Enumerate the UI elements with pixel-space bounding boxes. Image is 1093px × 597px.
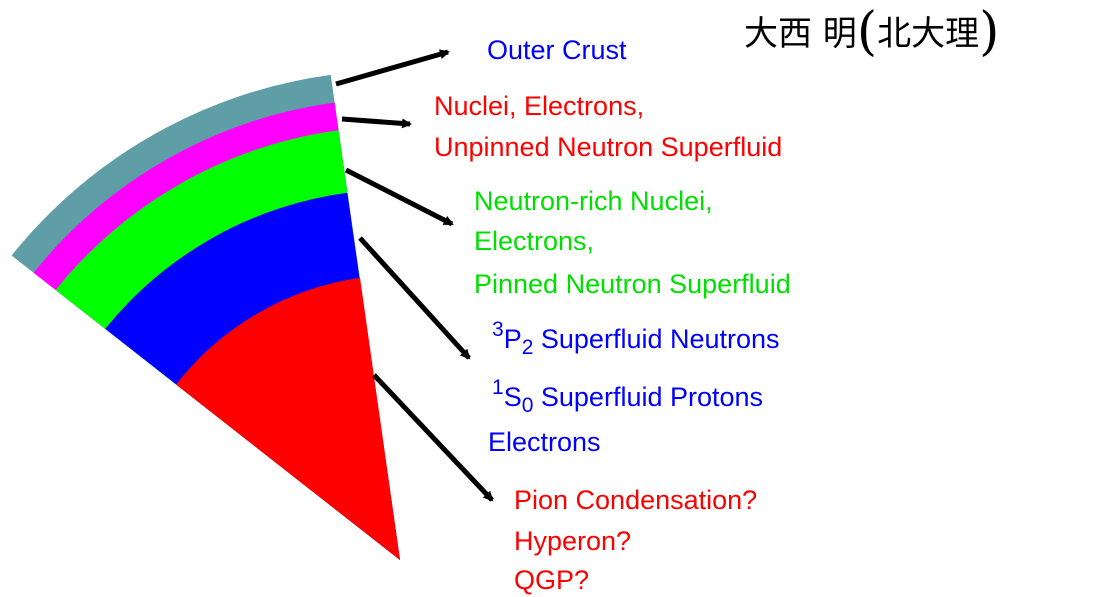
label-1s0-protons: 1S0 Superfluid Protons bbox=[492, 377, 764, 417]
author-affiliation: 北大理 bbox=[877, 14, 980, 54]
label-neutron-rich-line2: Electrons, bbox=[474, 226, 595, 256]
open-paren: ( bbox=[856, 2, 878, 62]
arrow-outer-crust bbox=[335, 49, 450, 87]
inner-core-layer bbox=[176, 277, 400, 560]
label-core-line1: Pion Condensation? bbox=[514, 485, 758, 515]
label-1s0-letter: S bbox=[503, 382, 522, 412]
label-3p2-neutrons: 3P2 Superfluid Neutrons bbox=[492, 319, 780, 359]
label-core-line2: Hyperon? bbox=[514, 526, 632, 556]
label-1s0-sup: 1 bbox=[492, 376, 504, 399]
arrow-neutron-rich bbox=[344, 167, 454, 227]
label-3p2-sub: 2 bbox=[521, 336, 534, 359]
label-nuclei-line1: Nuclei, Electrons, bbox=[434, 91, 645, 121]
label-1s0-text: Superfluid Protons bbox=[533, 382, 764, 412]
arrow-core bbox=[372, 373, 494, 502]
label-3p2-letter: P bbox=[503, 324, 522, 354]
label-neutron-rich-line1: Neutron-rich Nuclei, bbox=[474, 186, 713, 216]
label-electrons: Electrons bbox=[488, 427, 601, 457]
label-core-line3: QGP? bbox=[514, 565, 590, 595]
label-neutron-rich-line3: Pinned Neutron Superfluid bbox=[474, 269, 791, 299]
author-credit: 大西 明(北大理) bbox=[744, 2, 999, 64]
arrow-nuclei bbox=[341, 116, 412, 129]
label-1s0-sub: 0 bbox=[521, 394, 534, 417]
author-name: 大西 明 bbox=[744, 14, 857, 54]
label-3p2-sup: 3 bbox=[492, 318, 504, 341]
label-3p2-text: Superfluid Neutrons bbox=[533, 324, 780, 354]
label-outer-crust: Outer Crust bbox=[487, 35, 627, 65]
arrow-superfluid bbox=[358, 236, 471, 360]
close-paren: ) bbox=[979, 2, 1000, 62]
label-nuclei-line2: Unpinned Neutron Superfluid bbox=[434, 132, 783, 162]
